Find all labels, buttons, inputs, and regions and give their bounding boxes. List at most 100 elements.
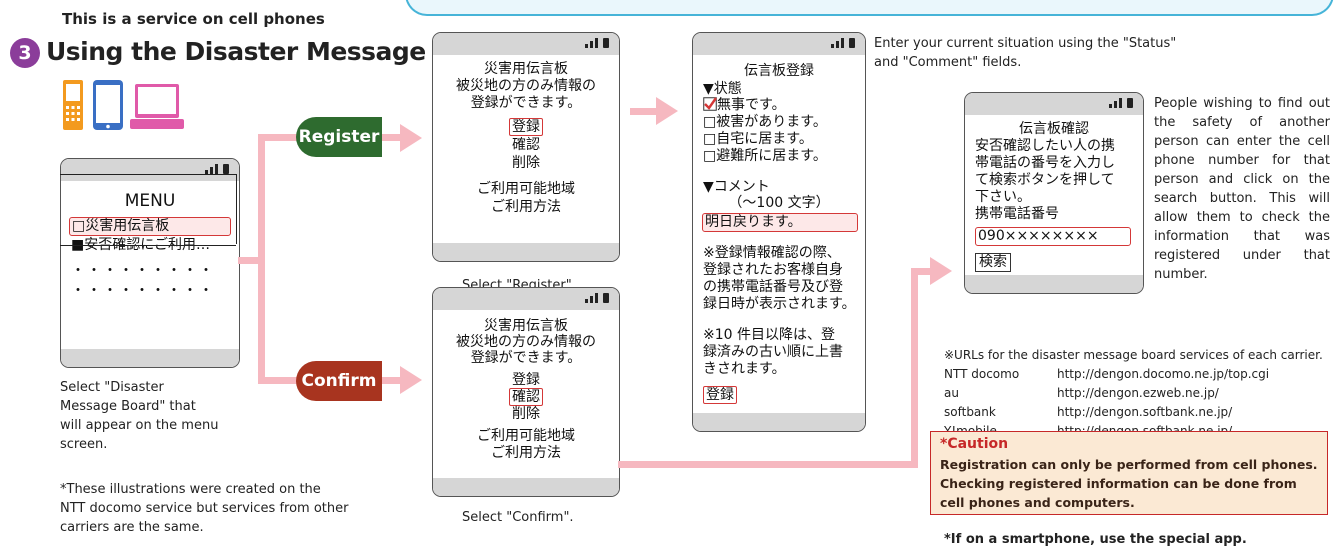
submit-register-button[interactable]: 登録 [703,386,737,404]
connector-line [911,268,935,275]
comment-input[interactable]: 明日戻ります。 [702,213,858,232]
arrow-right-icon [656,97,678,125]
battery-icon [603,38,609,48]
signal-icon [205,164,229,174]
battery-icon [849,38,855,48]
menu-item-disaster-board[interactable]: □災害用伝言板 [69,217,231,236]
connector-line [911,268,918,468]
table-row: NTT docomo http://dengon.docomo.ne.jp/top… [944,365,1269,384]
confirm-screen: 災害用伝言板 被災地の方のみ情報の 登録ができます。 登録 確認 削除 ご利用可… [432,287,620,497]
battery-icon [603,293,609,303]
illustration-footnote: *These illustrations were created on the… [60,482,349,535]
screen-note: 登録されたお客様自身 [703,262,843,278]
option-delete[interactable]: 削除 [512,155,540,171]
carrier-name: NTT docomo [944,367,1020,381]
connector-line [258,134,298,141]
battery-icon [223,164,229,174]
option-register[interactable]: 登録 [509,118,543,136]
search-caption: People wishing to find out the safety of… [1154,96,1330,282]
carrier-name: softbank [944,405,996,419]
menu-caption: Select "Disaster Message Board" that wil… [60,380,219,452]
status-heading: ▼状態 [703,81,742,97]
screen-title: 伝言板登録 [744,63,814,79]
screen-title: 災害用伝言板 [484,61,568,77]
status-option-label: 無事です。 [717,97,786,113]
comment-heading: ▼コメント [703,179,770,195]
caution-box: *Caution Registration can only be perfor… [930,431,1328,515]
smartphone-icon [92,80,124,134]
connector-line [238,257,262,264]
urls-table: NTT docomo http://dengon.docomo.ne.jp/top… [944,365,1269,441]
table-row: au http://dengon.ezweb.ne.jp/ [944,384,1269,403]
menu-screen: MENU □災害用伝言板 ■安否確認にご利用… ・・・・・・・・・ ・・・・・・… [60,158,240,368]
status-option-safe[interactable]: 無事です。 [703,97,786,114]
screen-text: 登録ができます。 [470,350,582,366]
step-number-badge: 3 [10,38,40,68]
arrow-right-icon [930,257,952,285]
top-banner [405,0,1334,16]
status-option-damaged[interactable]: □被害があります。 [703,114,827,130]
carrier-url[interactable]: http://dengon.ezweb.ne.jp/ [1057,386,1219,400]
signal-icon [585,293,609,303]
battery-icon [1127,98,1133,108]
screen-note: ※登録情報確認の際、 [703,245,841,261]
status-option-home[interactable]: □自宅に居ます。 [703,131,813,147]
comment-limit: （〜100 文字） [728,195,830,211]
arrow-right-icon [400,124,422,152]
screen-note: きされます。 [703,361,786,377]
carrier-url[interactable]: http://dengon.docomo.ne.jp/top.cgi [1057,367,1270,381]
table-row: softbank http://dengon.softbank.ne.jp/ [944,403,1269,422]
option-available-areas[interactable]: ご利用可能地域 [477,181,575,197]
screen-title: 災害用伝言板 [484,318,568,334]
connector-line [618,461,918,468]
screen-text: 下さい。 [975,189,1031,205]
urls-heading: ※URLs for the disaster message board ser… [944,348,1323,362]
feature-phone-icon [62,80,84,134]
screen-text: 帯電話の番号を入力し [975,155,1115,171]
screen-note: 録日時が表示されます。 [703,296,856,312]
screen-text: 登録ができます。 [470,95,582,111]
search-button[interactable]: 検索 [975,253,1011,272]
screen-title: 伝言板確認 [1019,121,1089,137]
confirm-caption: Select "Confirm". [462,510,574,525]
check-icon [703,97,717,111]
board-confirmation-screen: 伝言板確認 安否確認したい人の携 帯電話の番号を入力し て検索ボタンを押して 下… [964,92,1144,294]
screen-text: 被災地の方のみ情報の [456,334,596,350]
caution-text: Registration can only be performed from … [940,457,1318,510]
screen-text: て検索ボタンを押して [975,172,1115,188]
connector-line [258,134,265,384]
register-button[interactable]: Register [296,117,382,157]
option-confirm[interactable]: 確認 [509,388,543,406]
menu-dots-row: ・・・・・・・・・ [71,283,215,299]
status-option-shelter[interactable]: □避難所に居ます。 [703,148,827,164]
connector-line [382,377,402,384]
phone-number-label: 携帯電話番号 [975,206,1059,222]
screen-text: 被災地の方のみ情報の [456,78,596,94]
screen-note: の携帯電話番号及び登 [703,279,843,295]
option-delete[interactable]: 削除 [512,406,540,422]
arrow-right-icon [400,366,422,394]
carrier-name: au [944,386,959,400]
option-confirm[interactable]: 確認 [512,137,540,153]
smartphone-note: *If on a smartphone, use the special app… [944,532,1247,547]
carrier-url[interactable]: http://dengon.softbank.ne.jp/ [1057,405,1233,419]
option-how-to-use[interactable]: ご利用方法 [491,199,561,215]
signal-icon [831,38,855,48]
option-how-to-use[interactable]: ご利用方法 [491,445,561,461]
service-subtitle: This is a service on cell phones [62,10,325,28]
caution-title: *Caution [940,436,1009,452]
option-available-areas[interactable]: ご利用可能地域 [477,428,575,444]
status-bar [61,159,239,181]
confirm-button[interactable]: Confirm [296,361,382,401]
signal-icon [1109,98,1133,108]
menu-dots-row: ・・・・・・・・・ [71,263,215,279]
option-register[interactable]: 登録 [512,372,540,388]
screen-note: 録済みの古い順に上書 [703,344,843,360]
connector-line [382,134,402,141]
menu-title: MENU [124,191,176,211]
phone-number-input[interactable]: 090×××××××× [975,227,1131,246]
laptop-icon [130,84,184,134]
board-registration-screen: 伝言板登録 ▼状態 無事です。 □被害があります。 □自宅に居ます。 □避難所に… [692,32,866,432]
connector-line [258,377,298,384]
menu-item-safety-check[interactable]: ■安否確認にご利用… [71,237,210,253]
